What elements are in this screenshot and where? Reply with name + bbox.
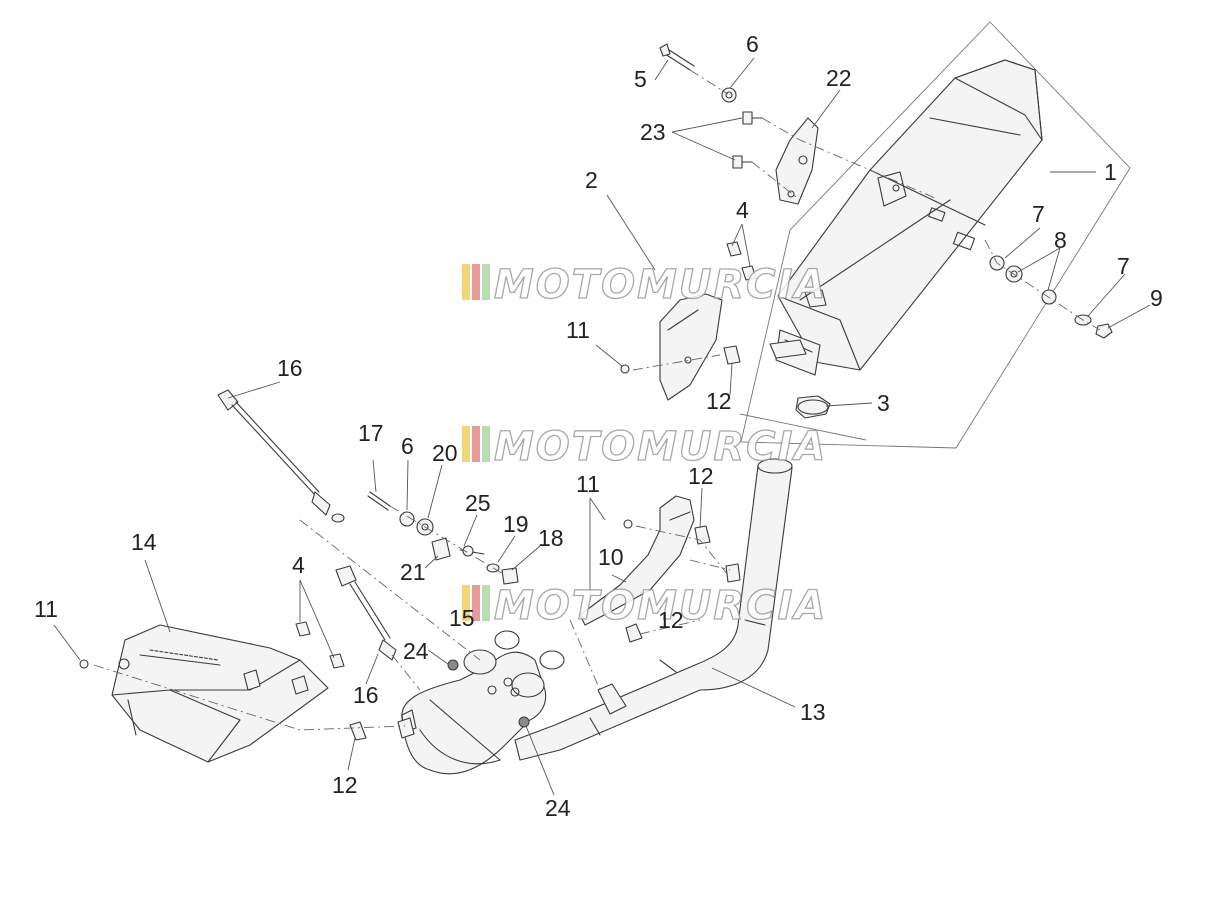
- callout-22: 22: [826, 65, 852, 91]
- washer-top: [721, 87, 737, 103]
- svg-text:MOTOMURCIA: MOTOMURCIA: [494, 262, 827, 308]
- callout-24-upper: 24: [403, 638, 429, 664]
- gaskets: [494, 630, 565, 670]
- callout-13: 13: [800, 699, 826, 725]
- callout-9: 9: [1150, 285, 1163, 311]
- callout-7-upper: 7: [1032, 201, 1045, 227]
- callout-17: 17: [358, 420, 384, 446]
- callout-7-lower: 7: [1117, 253, 1130, 279]
- callout-14: 14: [131, 529, 157, 555]
- callout-3: 3: [877, 390, 890, 416]
- assembly-lines: [93, 69, 1101, 731]
- callout-4-upper: 4: [736, 197, 749, 223]
- callout-labels: 1 2 3 4 4 5 6 6 7 7 8 9 10 11 11 11 12 1…: [34, 31, 1163, 821]
- callout-4-lower: 4: [292, 552, 305, 578]
- lambda-sensor-lower: [335, 565, 397, 661]
- callout-21: 21: [400, 559, 426, 585]
- nuts: [447, 659, 530, 728]
- header-pipe: [514, 458, 793, 761]
- leader-lines: [53, 57, 1151, 796]
- muffler-bracket: [775, 117, 819, 205]
- muffler-hardware: [989, 255, 1113, 339]
- callout-2: 2: [585, 167, 598, 193]
- callout-11-pipe: 11: [576, 471, 600, 497]
- lower-heat-shield: [111, 621, 415, 763]
- callout-25: 25: [465, 490, 491, 516]
- callout-12-middle: 12: [658, 607, 684, 633]
- callout-19: 19: [503, 511, 529, 537]
- callout-11-left: 11: [34, 596, 58, 622]
- svg-text:MOTOMURCIA: MOTOMURCIA: [494, 583, 827, 629]
- muffler-heat-shield: [659, 241, 757, 401]
- callout-23: 23: [640, 119, 666, 145]
- callout-12-lower: 12: [332, 772, 358, 798]
- callout-15: 15: [449, 605, 475, 631]
- svg-text:MOTOMURCIA: MOTOMURCIA: [494, 424, 827, 470]
- callout-10: 10: [598, 544, 624, 570]
- muffler-group-frame: [739, 21, 1131, 449]
- lambda-sensor-upper: [217, 389, 345, 523]
- clip-upper: [723, 339, 807, 365]
- callout-12-pipe: 12: [688, 463, 714, 489]
- callout-6-lower: 6: [401, 433, 414, 459]
- screw-lower-shield: [79, 659, 89, 669]
- watermark-bottom: MOTOMURCIA: [462, 582, 827, 630]
- watermark-middle: MOTOMURCIA: [462, 423, 827, 471]
- callout-20: 20: [432, 440, 458, 466]
- bolt: [659, 43, 695, 71]
- callout-6-upper: 6: [746, 31, 759, 57]
- callout-16-lower: 16: [353, 682, 379, 708]
- callout-24-lower: 24: [545, 795, 571, 821]
- callout-5: 5: [634, 66, 647, 92]
- mount-hardware: [367, 491, 519, 585]
- screw-top: [742, 111, 763, 125]
- callout-16-upper: 16: [277, 355, 303, 381]
- muffler: [775, 59, 1043, 376]
- callout-1: 1: [1104, 159, 1117, 185]
- pipe-heat-shield: [579, 495, 711, 643]
- screw-lower: [732, 155, 753, 169]
- callout-11-shield: 11: [566, 317, 590, 343]
- callout-12-shield: 12: [706, 388, 732, 414]
- collector-catalyst: [401, 649, 547, 775]
- callout-8: 8: [1054, 227, 1067, 253]
- watermark-top: MOTOMURCIA: [462, 261, 827, 309]
- clamp: [795, 395, 831, 419]
- callout-18: 18: [538, 525, 564, 551]
- screw-shield: [620, 364, 630, 374]
